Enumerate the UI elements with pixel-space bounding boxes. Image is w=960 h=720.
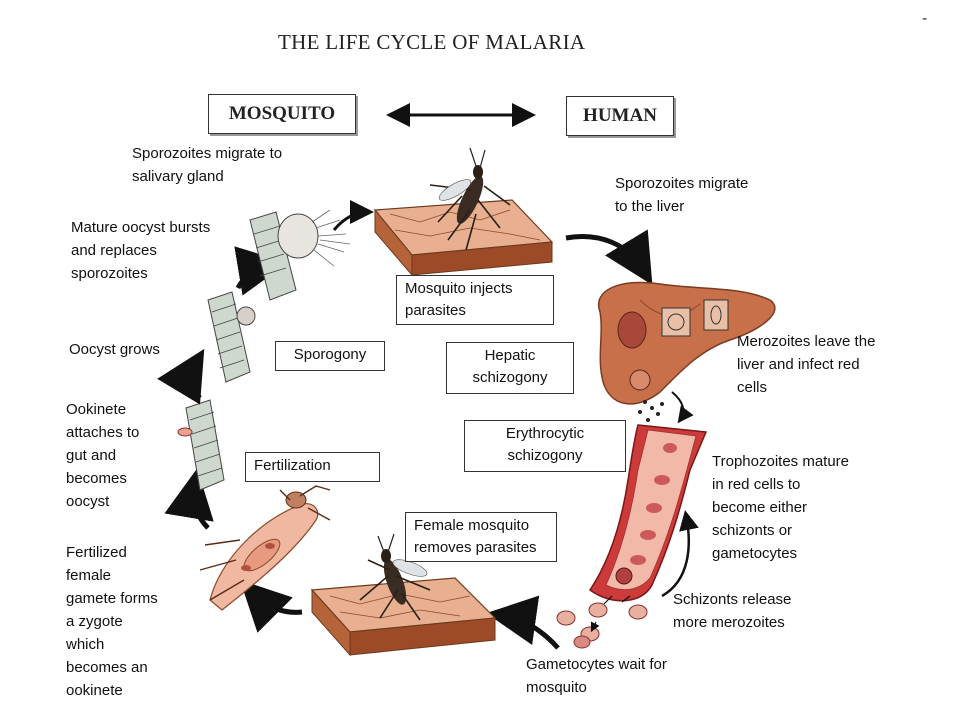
host-human-box: HUMAN [566,96,674,136]
corner-mark: - [922,10,928,27]
gametocyte-cells [556,595,648,649]
arrow-to-salivary [332,200,374,231]
label-sporozoites-liver: Sporozoites migrate to the liver [615,175,749,215]
blood-vessel-icon [588,424,708,602]
arrow-to-liver [565,229,653,286]
mosquito-top-icon [429,147,511,251]
box-erythrocytic-schizogony: Erythrocytic schizogony [464,420,626,472]
label-schizonts-release: Schizonts release more merozoites [673,591,792,631]
arrow-to-oocyst [157,348,205,405]
merozoite-dots [638,400,664,422]
diagram-title: THE LIFE CYCLE OF MALARIA [278,30,586,54]
mosquito-gut-icon [199,485,331,611]
label-mature-oocyst: Mature oocyst bursts and replaces sporoz… [71,219,211,282]
arrow-liver-to-blood [671,391,694,424]
host-mosquito-box: MOSQUITO [208,94,356,134]
arrow-to-bottom-skin [486,595,560,650]
label-merozoites-leave: Merozoites leave the liver and infect re… [737,333,876,396]
arrow-to-fertilization [239,579,303,633]
label-oocyst-grows: Oocyst grows [69,341,160,358]
label-trophozoites: Trophozoites mature in red cells to beco… [712,453,850,562]
box-mosquito-injects: Mosquito injects parasites [396,275,554,325]
gut-cells-ookinete [177,399,225,491]
box-sporogony: Sporogony [275,341,385,371]
label-fertilized-female: Fertilized female gamete forms a zygote … [66,544,158,699]
gut-cells-oocyst [207,291,256,383]
skin-block-bottom [310,577,497,657]
liver-icon [597,281,776,405]
mosquito-bottom-icon [359,533,431,621]
arrow-schizonts-loop [661,510,699,598]
label-gametocytes-wait: Gametocytes wait for mosquito [526,656,667,696]
label-sporozoites-salivary: Sporozoites migrate to salivary gland [132,145,283,185]
box-hepatic-schizogony: Hepatic schizogony [446,342,574,394]
arrow-to-ookinete [164,468,214,530]
label-ookinete-attaches: Ookinete attaches to gut and becomes ooc… [66,401,140,510]
gut-cells-mature [249,209,351,301]
box-female-removes: Female mosquito removes parasites [405,512,557,562]
box-fertilization: Fertilization [245,452,380,482]
